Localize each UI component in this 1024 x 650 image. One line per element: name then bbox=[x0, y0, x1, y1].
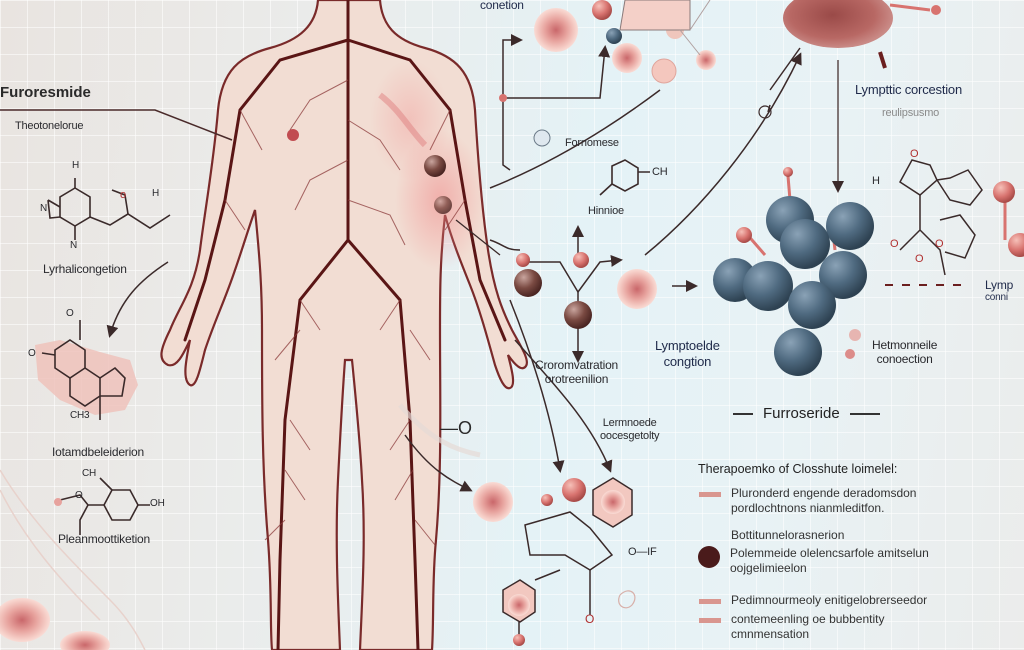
legend-dot-marker bbox=[698, 546, 720, 568]
oxygen-label: —O bbox=[440, 418, 473, 438]
right-mid-label-line2: conoection bbox=[876, 352, 933, 367]
arrow bbox=[106, 261, 169, 338]
lower-atom-O: O bbox=[585, 612, 595, 626]
atom-H-top: H bbox=[72, 160, 80, 171]
center-label-3-line2: oocesgetolty bbox=[600, 430, 660, 443]
atom-O-left: O bbox=[28, 348, 36, 359]
lower-center-molecule bbox=[398, 299, 636, 646]
legend-item-text: Bottitunnelorasnerion bbox=[731, 528, 845, 542]
center-label-1: Croromvatration orotreenilion bbox=[535, 358, 618, 387]
left-subtitle: Theotonelorue bbox=[15, 120, 84, 132]
left-title: Furoresmide bbox=[0, 84, 91, 101]
molecule1-label: Lyrhalicongetion bbox=[43, 262, 127, 276]
legend-heading-text: Furroseride bbox=[763, 405, 840, 422]
atom-N-bottom: N bbox=[70, 240, 78, 251]
right-atom-O-1: O bbox=[890, 238, 899, 250]
right-atom-O-2: O bbox=[915, 253, 924, 265]
legend-item-text: contemeenling oe bubbentity cmnmensation bbox=[731, 612, 885, 641]
blue-molecule-cluster bbox=[713, 167, 874, 376]
atom-N-left: N bbox=[40, 203, 48, 214]
right-pink-dumbbell bbox=[993, 181, 1024, 257]
atom-OH: OH bbox=[150, 498, 165, 509]
legend-item-5: contemeenling oe bubbentity cmnmensation bbox=[699, 612, 929, 642]
blood-cells-bottom-left bbox=[0, 469, 146, 650]
legend-heading: Furroseride bbox=[733, 405, 880, 422]
center-label-2-line2: congtion bbox=[663, 353, 712, 369]
left-molecule-2 bbox=[35, 320, 138, 420]
arrow bbox=[489, 89, 661, 189]
right-edge-label: Lymp conni bbox=[985, 278, 1013, 304]
legend-item-text: Polemmeide olelencsarfole amitselun oojg… bbox=[730, 546, 929, 575]
atom-CH: CH bbox=[82, 468, 97, 479]
right-molecule-structure bbox=[899, 159, 983, 276]
legend-item-text: Pluronderd engende deradomsdon pordlocht… bbox=[731, 486, 917, 515]
benzene-group-label: CH bbox=[652, 166, 668, 178]
right-mid-label: Hetmonneile conoection bbox=[872, 338, 937, 367]
center-branching-molecules bbox=[455, 219, 698, 363]
arrow bbox=[644, 52, 802, 256]
legend-heading-rule-left bbox=[733, 412, 753, 415]
center-label-3: Lermnoede oocesgetolty bbox=[600, 417, 660, 443]
legend-item-text: Pedimnourmeoly enitigelobrerseedor bbox=[731, 593, 928, 607]
left-molecule-3 bbox=[59, 477, 150, 535]
right-mid-label-line1: Hetmonneile bbox=[872, 338, 938, 352]
right-atom-O-3: O bbox=[935, 238, 944, 250]
molecule3-label: Pleanmoottiketion bbox=[58, 532, 150, 546]
fornomese-label: Fornomese bbox=[565, 137, 619, 149]
lower-molecule-tag: O—IF bbox=[628, 546, 657, 558]
center-label-2-line1: Lymptoelde bbox=[655, 338, 720, 353]
molecule2-label: Iotamdbeleiderion bbox=[52, 445, 144, 459]
atom-O-top: O bbox=[66, 308, 74, 319]
atom-O: O bbox=[75, 490, 83, 501]
benzene-label: Hinnioe bbox=[588, 205, 624, 217]
legend-bar-marker bbox=[699, 618, 721, 623]
center-label-3-line1: Lermnoede bbox=[602, 417, 657, 429]
center-label-2: Lymptoelde congtion bbox=[655, 338, 720, 369]
legend-bar-marker bbox=[699, 492, 721, 497]
top-center-label: conetion bbox=[480, 0, 524, 12]
human-body-figure bbox=[160, 0, 528, 650]
legend-item-4: Pedimnourmeoly enitigelobrerseedor bbox=[699, 593, 979, 608]
right-atom-O-top: O bbox=[910, 148, 919, 160]
top-right-sublabel: reulipsusmo bbox=[882, 107, 940, 119]
atom-CH3: CH3 bbox=[70, 410, 90, 421]
atom-O: o bbox=[120, 189, 126, 201]
legend-item-2: Bottitunnelorasnerion bbox=[731, 528, 844, 543]
center-label-1-line2: orotreenilion bbox=[544, 372, 609, 387]
atom-H-right: H bbox=[152, 188, 160, 199]
center-label-1-line1: Croromvatration bbox=[535, 358, 619, 372]
legend-item-3: Polemmeide olelencsarfole amitselun oojg… bbox=[698, 546, 978, 576]
top-right-label: Lympttic corcestion bbox=[855, 82, 962, 97]
legend-subheading: Therapoemko of Closshute loimelel: bbox=[698, 462, 898, 476]
legend-heading-rule-right bbox=[849, 412, 880, 415]
legend-bar-marker bbox=[699, 599, 721, 604]
right-edge-label-line2: conni bbox=[985, 292, 1008, 304]
legend-item-1: Pluronderd engende deradomsdon pordlocht… bbox=[699, 486, 979, 516]
top-center-cells bbox=[499, 0, 716, 171]
title-pointer-line bbox=[0, 109, 233, 141]
right-atom-H: H bbox=[872, 175, 880, 187]
benzene-ring bbox=[599, 159, 650, 196]
right-edge-label-line1: Lymp bbox=[985, 278, 1014, 292]
left-molecule-1 bbox=[47, 178, 171, 240]
